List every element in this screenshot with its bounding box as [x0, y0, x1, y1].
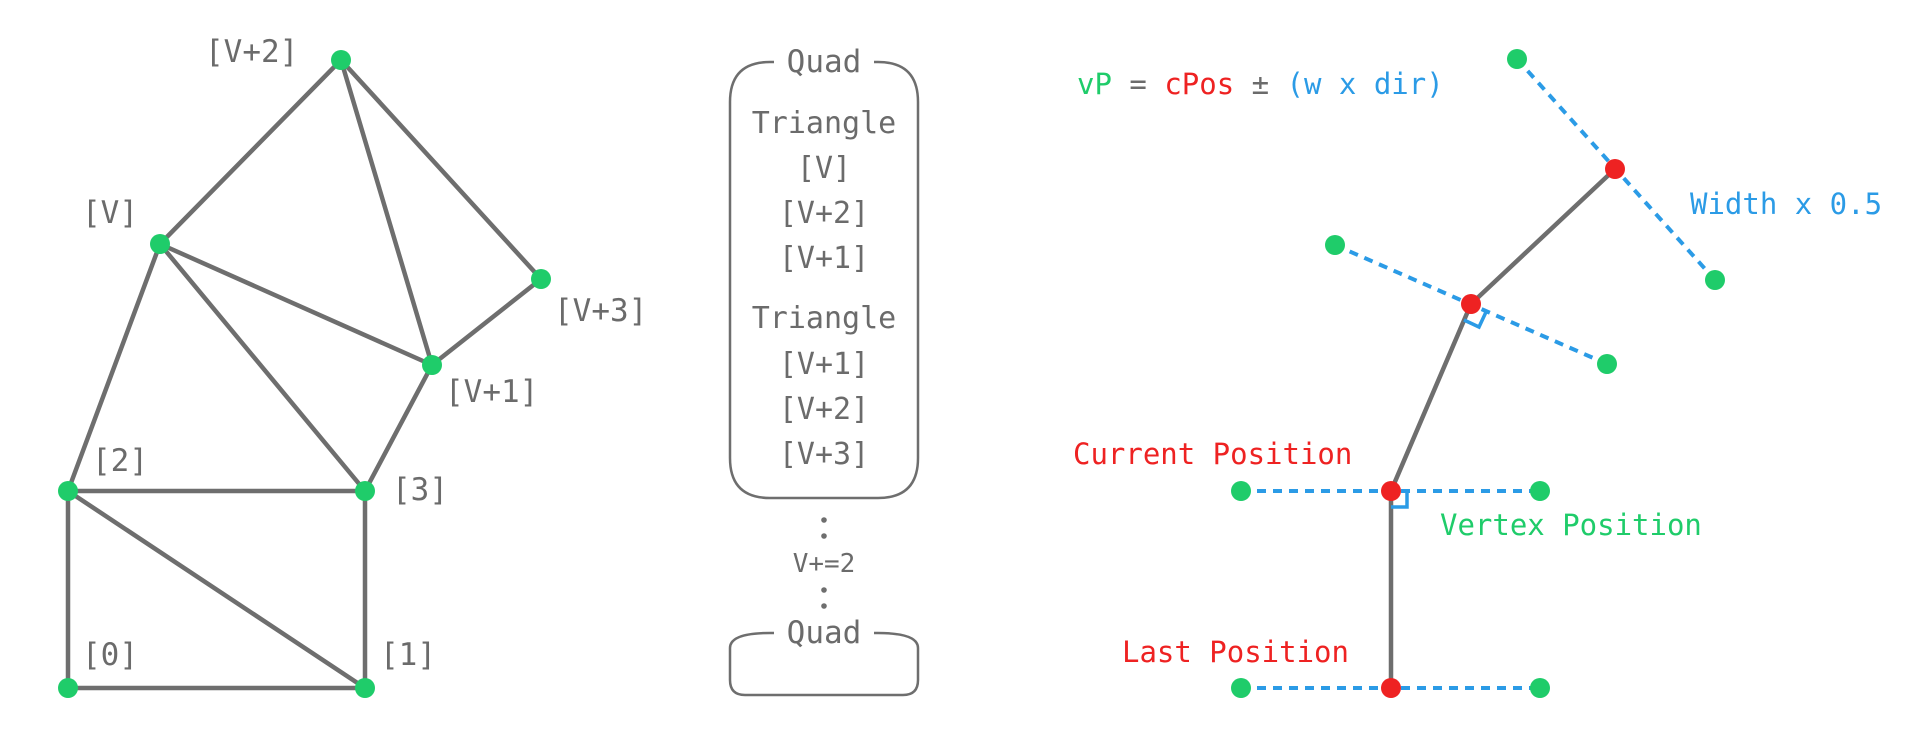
triangle-1-index-1: [V] — [797, 151, 851, 186]
edge-v-v1 — [157, 241, 435, 368]
current-position-point — [1381, 481, 1401, 501]
path-point — [1461, 294, 1481, 314]
segment-current-p2 — [1388, 301, 1474, 494]
vertex-2 — [58, 481, 78, 501]
label-v2: [V+2] — [205, 34, 298, 70]
vertex-3 — [355, 481, 375, 501]
current-position-label: Current Position — [1073, 437, 1352, 471]
label-v: [V] — [82, 195, 138, 231]
edge-v-3 — [157, 241, 368, 494]
edge-v-v2 — [157, 57, 344, 247]
triangle-2-index-3: [V+3] — [779, 437, 869, 472]
triangle-2-title: Triangle — [752, 301, 897, 336]
label-2: [2] — [92, 443, 148, 479]
vertex-v1 — [422, 355, 442, 375]
dot — [821, 587, 827, 593]
vertex-point — [1530, 678, 1550, 698]
vertex-positions — [1231, 49, 1725, 698]
label-v1: [V+1] — [445, 374, 538, 410]
mesh-labels: [V+2] [V] [V+3] [V+1] [2] [3] [0] [1] — [82, 34, 647, 673]
dot — [821, 517, 827, 523]
triangle-1-title: Triangle — [752, 106, 897, 141]
edge-2-v — [65, 241, 163, 494]
edge-v3-v1 — [429, 276, 544, 368]
vertex-0 — [58, 678, 78, 698]
line-panel: vP = cPos ± (w x dir) — [1073, 49, 1882, 698]
triangle-1-index-3: [V+1] — [779, 241, 869, 276]
vertex-point — [1530, 481, 1550, 501]
dot — [821, 603, 827, 609]
mesh-edges — [65, 57, 544, 691]
formula-cpos: cPos — [1164, 67, 1234, 101]
centre-path — [1388, 166, 1618, 691]
formula-expr: (w x dir) — [1287, 67, 1444, 101]
next-quad-box — [728, 631, 920, 697]
vertex-point — [1705, 270, 1725, 290]
vertex-point — [1325, 235, 1345, 255]
vertex-v2 — [331, 50, 351, 70]
edge-3-v1 — [362, 362, 435, 494]
last-position-point — [1381, 678, 1401, 698]
vertex-1 — [355, 678, 375, 698]
quad-title: Quad — [787, 44, 862, 80]
vertex-v3 — [531, 269, 551, 289]
mesh-vertices — [58, 50, 551, 698]
width-label: Width x 0.5 — [1690, 187, 1882, 221]
right-angle-markers — [1391, 311, 1488, 509]
dot — [821, 533, 827, 539]
mesh-panel: [V+2] [V] [V+3] [V+1] [2] [3] [0] [1] — [58, 34, 647, 698]
label-0: [0] — [82, 637, 138, 673]
quad-panel: Quad Triangle [V] [V+2] [V+1] Triangle [… — [728, 44, 920, 697]
centre-positions — [1381, 159, 1625, 698]
formula-eq: = — [1112, 67, 1164, 101]
quad-box — [728, 60, 920, 500]
last-position-label: Last Position — [1122, 635, 1349, 669]
vertex-v — [150, 234, 170, 254]
vertex-point — [1231, 678, 1251, 698]
triangle-1-index-2: [V+2] — [779, 196, 869, 231]
formula-vp: vP — [1077, 67, 1112, 101]
offset-lines — [1241, 57, 1717, 690]
formula: vP = cPos ± (w x dir) — [1077, 67, 1444, 101]
path-point — [1605, 159, 1625, 179]
edge-2-1 — [65, 488, 368, 691]
vertex-point — [1507, 49, 1527, 69]
right-angle-icon — [1463, 311, 1488, 330]
continuation-dots — [821, 517, 827, 609]
triangle-2-index-1: [V+1] — [779, 347, 869, 382]
vertex-position-label: Vertex Position — [1440, 508, 1702, 542]
edge-v2-v3 — [338, 57, 544, 282]
right-angle-icon — [1391, 491, 1409, 509]
edge-v2-v1 — [338, 57, 435, 368]
vertex-point — [1597, 354, 1617, 374]
next-quad-title: Quad — [787, 615, 862, 651]
segment-p2-p3 — [1468, 166, 1618, 307]
label-v3: [V+3] — [554, 293, 647, 329]
label-3: [3] — [392, 472, 448, 508]
increment-label: V+=2 — [793, 549, 856, 579]
label-1: [1] — [380, 637, 436, 673]
vertex-point — [1231, 481, 1251, 501]
formula-pm: ± — [1234, 67, 1286, 101]
triangle-2-index-2: [V+2] — [779, 392, 869, 427]
